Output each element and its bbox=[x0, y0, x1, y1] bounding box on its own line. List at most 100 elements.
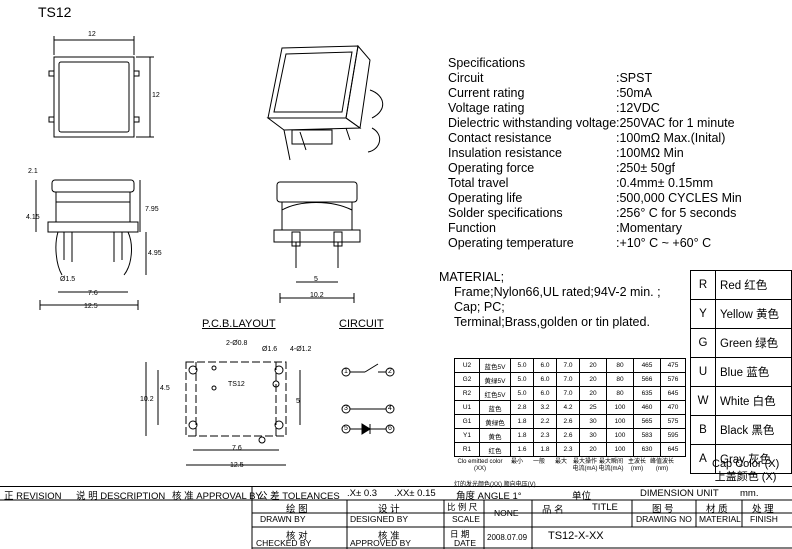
led-header: Clo emitted color (XX)最小一般最大最大操作电流(mA)最大… bbox=[454, 459, 690, 473]
cap-color-code: A bbox=[689, 444, 717, 474]
cap-color-code: Y bbox=[689, 299, 717, 329]
tb-revision: 正 REVISION bbox=[4, 491, 62, 502]
tb-date-cn: 日 期 bbox=[450, 529, 470, 539]
spec-value: :250VAC for 1 minute bbox=[616, 116, 735, 130]
tb-checked: CHECKED BY bbox=[256, 538, 312, 548]
led-cell: 6.0 bbox=[533, 386, 557, 401]
spec-key: Operating force bbox=[448, 161, 535, 175]
spec-row: Operating force:250± 50gf bbox=[448, 161, 742, 176]
dim-pcb-7-6: 7.6 bbox=[232, 445, 242, 452]
tb-drawing: DRAWING NO bbox=[636, 514, 692, 524]
material-line: Cap; PC; bbox=[454, 300, 505, 314]
tb-approved-cn: 核 准 bbox=[378, 531, 400, 542]
spec-key: Solder specifications bbox=[448, 206, 563, 220]
spec-row: Dielectric withstanding voltage:250VAC f… bbox=[448, 116, 742, 131]
led-cell: 5.0 bbox=[510, 372, 534, 387]
led-cell: 100 bbox=[606, 400, 634, 415]
led-cell: 475 bbox=[660, 358, 686, 373]
tb-scale-value: NONE bbox=[494, 508, 519, 518]
spec-key: Contact resistance bbox=[448, 131, 552, 145]
led-cell: 30 bbox=[579, 428, 607, 443]
tb-angle: 角度 ANGLE 1° bbox=[456, 491, 522, 502]
led-cell: 583 bbox=[633, 428, 661, 443]
material-line: Terminal;Brass,golden or tin plated. bbox=[454, 315, 650, 329]
tb-designed-cn: 设 计 bbox=[378, 504, 400, 515]
title-block: 正 REVISION 说 明 DESCRIPTION 核 准 APPROVAL … bbox=[0, 486, 792, 549]
dim-2-1: 2.1 bbox=[28, 168, 38, 175]
spec-row: Contact resistance :100mΩ Max.(Inital) bbox=[448, 131, 742, 146]
led-cell: 7.0 bbox=[556, 372, 580, 387]
led-cell: 2.6 bbox=[556, 414, 580, 429]
cap-color-name: Blue 蓝色 bbox=[715, 357, 792, 387]
led-cell: 576 bbox=[660, 372, 686, 387]
led-cell: R2 bbox=[454, 386, 480, 401]
spec-row: Insulation resistance:100MΩ Min bbox=[448, 146, 742, 161]
tb-unit-mm: mm. bbox=[740, 488, 759, 499]
led-cell: 465 bbox=[633, 358, 661, 373]
cap-color-name: Green 绿色 bbox=[715, 328, 792, 358]
spec-row: Operating life :500,000 CYCLES Min bbox=[448, 191, 742, 206]
led-cell: 黄色 bbox=[479, 428, 511, 443]
circuit-pin-1: 1 bbox=[344, 368, 348, 375]
circuit-pin-2: 2 bbox=[388, 368, 392, 375]
dim-pcb-5: 5 bbox=[296, 398, 300, 405]
cap-color-code: G bbox=[689, 328, 717, 358]
spec-row: Total travel:0.4mm± 0.15mm bbox=[448, 176, 742, 191]
tb-designed: DESIGNED BY bbox=[350, 514, 409, 524]
material-block: MATERIAL; Frame;Nylon66,UL rated;94V-2 m… bbox=[439, 270, 661, 330]
dim-12-5: 12.5 bbox=[84, 303, 98, 310]
circuit-pin-3: 3 bbox=[344, 405, 348, 412]
led-cell: 6.0 bbox=[533, 358, 557, 373]
material-heading: MATERIAL; bbox=[439, 270, 505, 284]
cap-color-code: R bbox=[689, 270, 717, 300]
spec-value: :100mΩ Max.(Inital) bbox=[616, 131, 726, 145]
dim-pcb-ts12: TS12 bbox=[228, 381, 245, 388]
led-cell: 7.0 bbox=[556, 358, 580, 373]
dim-pcb-4-hole: 4-Ø1.2 bbox=[290, 346, 312, 353]
spec-row: Operating temperature:+10° C ~ +60° C bbox=[448, 236, 742, 251]
tb-drawn-cn: 绘 图 bbox=[286, 504, 308, 515]
led-cell: U1 bbox=[454, 400, 480, 415]
led-cell: 80 bbox=[606, 386, 634, 401]
spec-key: Operating life bbox=[448, 191, 523, 205]
material-line: Frame;Nylon66,UL rated;94V-2 min. ; bbox=[454, 285, 661, 299]
circuit-pin-5: 5 bbox=[344, 425, 348, 432]
dim-10-2: 10.2 bbox=[310, 292, 324, 299]
tb-tol-xx: .XX± 0.15 bbox=[394, 488, 436, 499]
dim-4-15: 4.15 bbox=[26, 214, 40, 221]
led-cell: 20 bbox=[579, 442, 607, 457]
tb-approved: APPROVED BY bbox=[350, 538, 411, 548]
led-cell: 4.2 bbox=[556, 400, 580, 415]
circuit-diagram bbox=[341, 363, 395, 435]
dim-top-height: 12 bbox=[152, 92, 160, 99]
cap-color-name: Black 黑色 bbox=[715, 415, 792, 445]
led-cell: 460 bbox=[633, 400, 661, 415]
led-cell: U2 bbox=[454, 358, 480, 373]
led-cell: 7.0 bbox=[556, 386, 580, 401]
led-cell: 1.6 bbox=[510, 442, 534, 457]
led-cell: 2.2 bbox=[533, 414, 557, 429]
led-cell: G1 bbox=[454, 414, 480, 429]
spec-row: Function:Momentary bbox=[448, 221, 742, 236]
tb-description: 说 明 DESCRIPTION bbox=[76, 491, 166, 502]
pcb-layout bbox=[145, 361, 301, 466]
spec-key: Dielectric withstanding voltage bbox=[448, 116, 617, 130]
circuit-label: CIRCUIT bbox=[339, 318, 384, 330]
spec-key: Insulation resistance bbox=[448, 146, 562, 160]
cap-color-name: Red 红色 bbox=[715, 270, 792, 300]
spec-value: :500,000 CYCLES Min bbox=[616, 191, 742, 205]
led-header-cell: 主波长(nm) bbox=[627, 459, 646, 472]
led-cell: 红色 bbox=[479, 442, 511, 457]
title-block-grid bbox=[0, 486, 792, 549]
front-view bbox=[273, 181, 361, 303]
led-cell: 470 bbox=[660, 400, 686, 415]
spec-key: Specifications bbox=[448, 56, 526, 70]
